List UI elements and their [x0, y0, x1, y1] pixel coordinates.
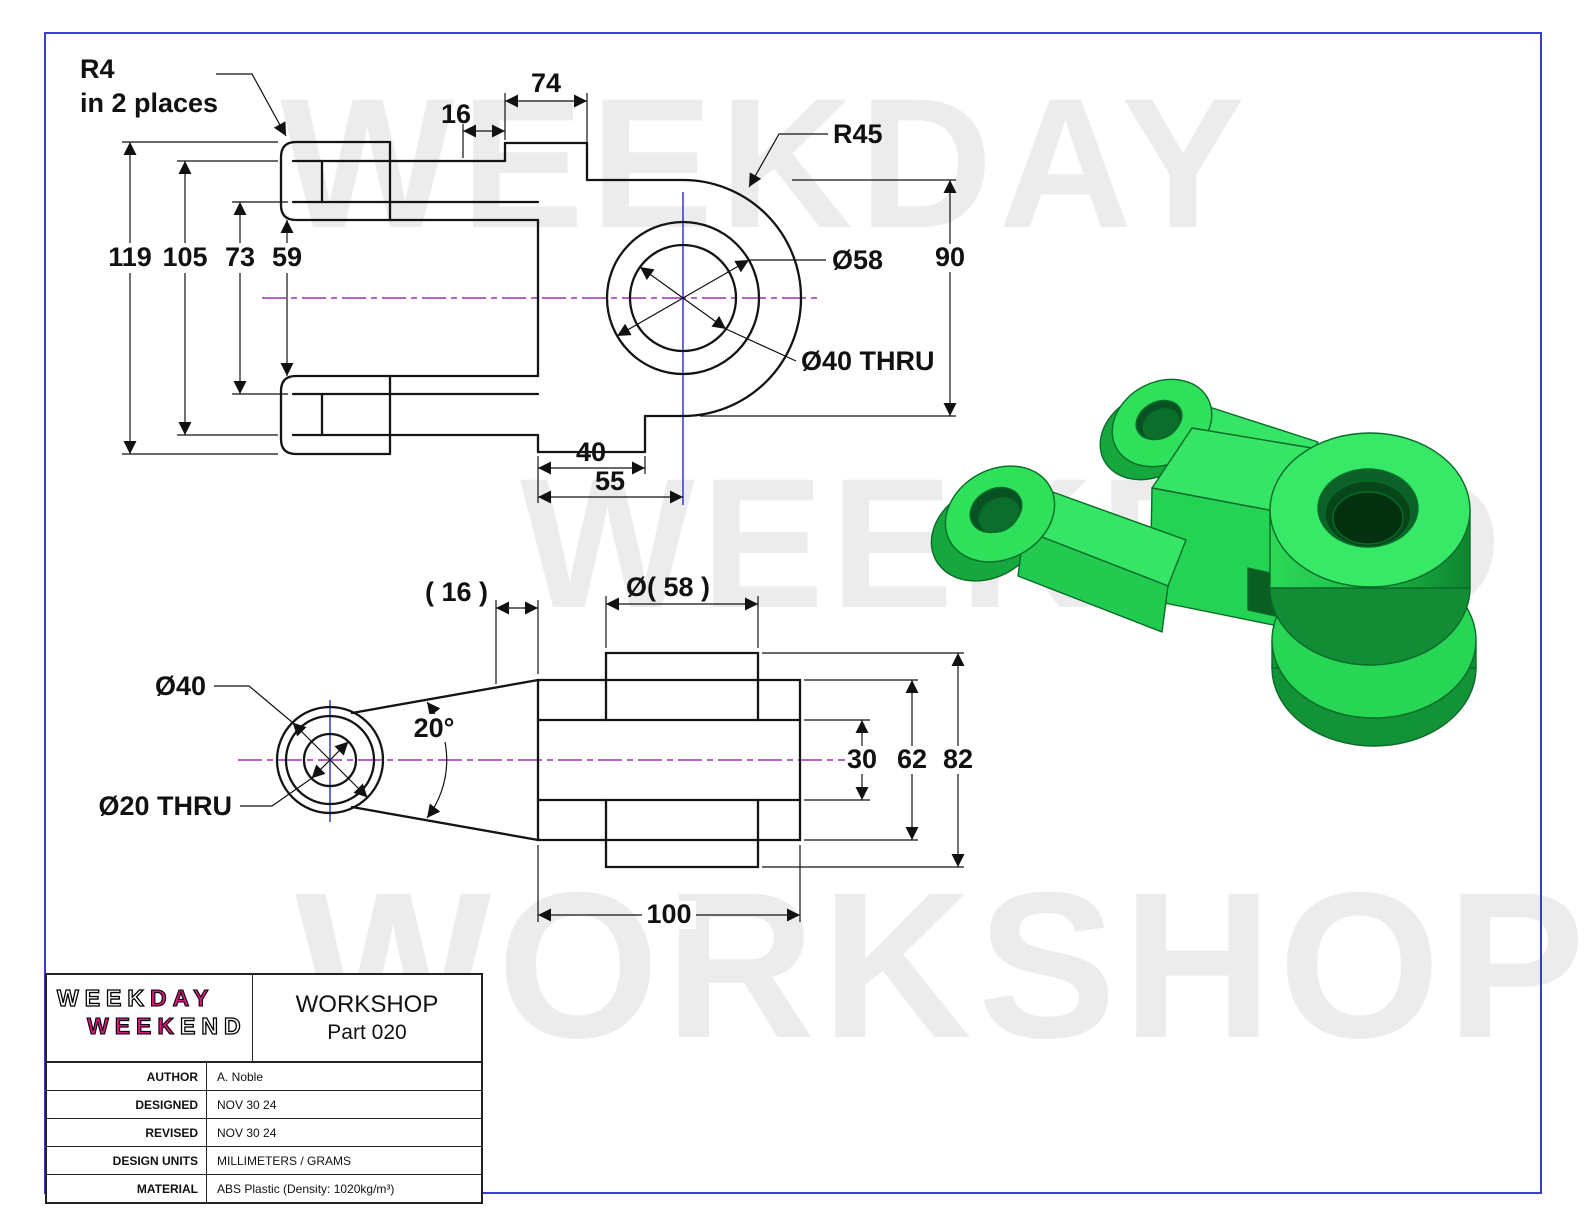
dim-d40-thru: Ø40 THRU	[801, 346, 935, 376]
dim-55: 55	[595, 466, 625, 496]
logo-text-week-2: WEEK	[86, 1012, 180, 1039]
front-view: ( 16 ) Ø( 58 ) Ø40 Ø20 THRU 20°	[98, 572, 975, 929]
callout-r4: R4	[80, 54, 115, 84]
front-view-dimensions: ( 16 ) Ø( 58 ) Ø40 Ø20 THRU 20°	[98, 572, 975, 929]
dim-d40: Ø40	[155, 671, 206, 701]
dim-73: 73	[225, 242, 255, 272]
isometric-3d-part	[930, 378, 1477, 747]
dim-82: 82	[943, 744, 973, 774]
watermark-line-3: WORKSHOP	[295, 850, 1586, 1082]
row-label: AUTHOR	[47, 1063, 207, 1090]
dim-30: 30	[847, 744, 877, 774]
sheet-border	[44, 32, 1542, 1194]
drawing-title: WORKSHOP Part 020	[253, 975, 481, 1061]
row-value: NOV 30 24	[217, 1097, 277, 1112]
row-label: DESIGNED	[47, 1091, 207, 1118]
title-block-row-revised: REVISED NOV 30 24	[47, 1118, 481, 1146]
dim-119: 119	[108, 242, 152, 272]
top-view-part-outline	[279, 140, 803, 456]
logo-text-day: DAY	[149, 984, 215, 1011]
dim-d58: Ø58	[832, 245, 883, 275]
row-label: DESIGN UNITS	[47, 1147, 207, 1174]
title-block-row-design-units: DESIGN UNITS MILLIMETERS / GRAMS	[47, 1146, 481, 1174]
dim-16: 16	[441, 99, 471, 129]
dim-59: 59	[272, 242, 302, 272]
front-view-part-outline	[275, 651, 802, 869]
logo-line-2: WEEKEND	[86, 1012, 252, 1041]
dim-d58-ref: Ø( 58 )	[626, 572, 710, 602]
dim-90: 90	[935, 242, 965, 272]
logo: WEEKDAY WEEKEND	[47, 975, 253, 1061]
dim-74: 74	[531, 68, 561, 98]
title-workshop: WORKSHOP	[295, 990, 439, 1018]
logo-text-week: WEEK	[56, 984, 150, 1011]
row-value: MILLIMETERS / GRAMS	[217, 1153, 352, 1168]
logo-line-1: WEEKDAY	[56, 984, 252, 1013]
dim-16-ref: ( 16 )	[425, 577, 488, 607]
dim-100: 100	[646, 899, 691, 929]
iso-main-boss	[1269, 432, 1471, 666]
title-block-row-material: MATERIAL ABS Plastic (Density: 1020kg/m³…	[47, 1174, 481, 1202]
title-block-row-author: AUTHOR A. Noble	[47, 1062, 481, 1090]
iso-front-arm	[930, 465, 1187, 633]
dim-angle-20: 20°	[414, 713, 455, 743]
row-value: NOV 30 24	[217, 1125, 277, 1140]
part-number: Part 020	[327, 1020, 407, 1044]
callout-r45: R45	[833, 119, 883, 149]
logo-text-end: END	[179, 1012, 247, 1039]
title-block: WEEKDAY WEEKEND WORKSHOP Part 020 AUTHOR…	[45, 973, 483, 1204]
dim-d20-thru: Ø20 THRU	[98, 791, 232, 821]
title-block-header: WEEKDAY WEEKEND WORKSHOP Part 020	[47, 975, 481, 1062]
row-label: REVISED	[47, 1119, 207, 1146]
callout-r4-note: in 2 places	[80, 88, 218, 118]
title-block-row-designed: DESIGNED NOV 30 24	[47, 1090, 481, 1118]
dim-62: 62	[897, 744, 927, 774]
row-value: ABS Plastic (Density: 1020kg/m³)	[217, 1181, 395, 1196]
top-view: 119 105 73 59 16 74 R4 in 2 places R45	[80, 54, 970, 505]
dim-40: 40	[576, 437, 606, 467]
top-view-dimensions: 119 105 73 59 16 74 R4 in 2 places R45	[80, 54, 970, 504]
row-value: A. Noble	[217, 1069, 264, 1084]
row-label: MATERIAL	[47, 1175, 207, 1202]
dim-105: 105	[162, 242, 207, 272]
